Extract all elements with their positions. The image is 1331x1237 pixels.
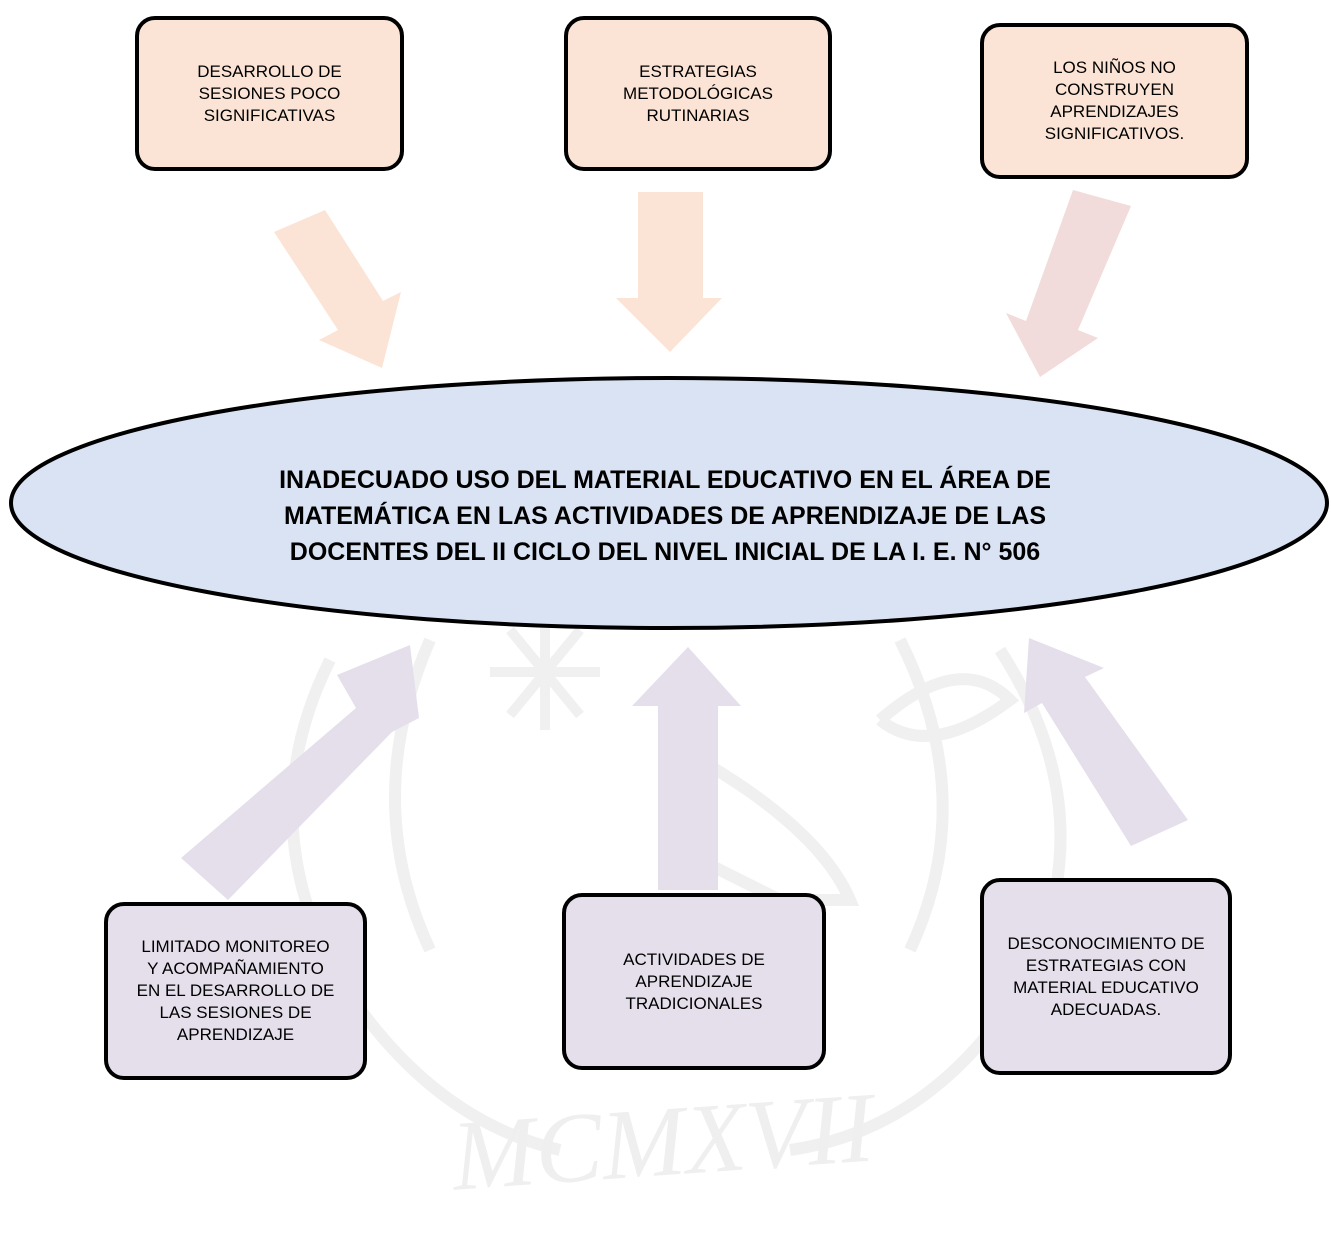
cause-box-2-text: ACTIVIDADES DE APRENDIZAJE TRADICIONALES [623,949,765,1013]
arrow-effect-2 [616,192,722,352]
cause-box-3: DESCONOCIMIENTO DE ESTRATEGIAS CON MATER… [980,878,1232,1075]
cause-box-1-text: LIMITADO MONITOREO Y ACOMPAÑAMIENTO EN E… [136,937,335,1044]
cause-box-1: LIMITADO MONITOREO Y ACOMPAÑAMIENTO EN E… [104,902,367,1080]
effect-box-3-text: LOS NIÑOS NO CONSTRUYEN APRENDIZAJES SIG… [1044,58,1185,143]
effect-box-1: DESARROLLO DE SESIONES POCO SIGNIFICATIV… [135,16,404,171]
cause-box-2: ACTIVIDADES DE APRENDIZAJE TRADICIONALES [562,893,826,1070]
effect-box-2-text: ESTRATEGIAS METODOLÓGICAS RUTINARIAS [623,61,773,125]
effect-box-2: ESTRATEGIAS METODOLÓGICAS RUTINARIAS [564,16,832,171]
effect-box-3: LOS NIÑOS NO CONSTRUYEN APRENDIZAJES SIG… [980,23,1249,179]
arrow-effect-1 [274,210,401,368]
effect-box-1-text: DESARROLLO DE SESIONES POCO SIGNIFICATIV… [197,61,342,125]
arrow-cause-3 [1024,638,1188,846]
cause-box-3-text: DESCONOCIMIENTO DE ESTRATEGIAS CON MATER… [1007,933,1205,1019]
arrow-cause-1 [181,645,419,900]
arrow-effect-3 [1006,190,1131,377]
central-problem-text: INADECUADO USO DEL MATERIAL EDUCATIVO EN… [279,466,1051,566]
arrow-cause-2 [632,647,741,890]
